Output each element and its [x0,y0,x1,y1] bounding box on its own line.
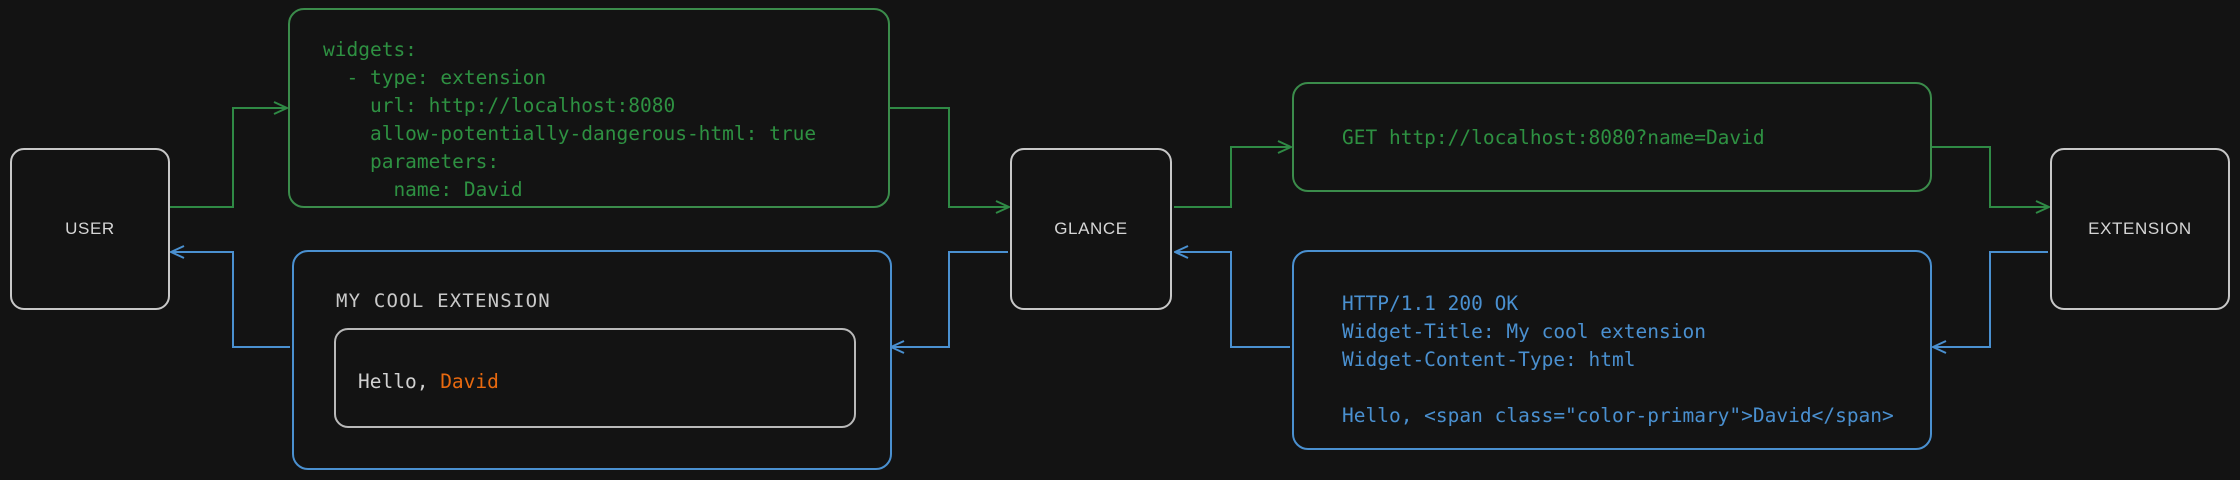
edge-request-to-extension [1932,146,2048,207]
rendered-widget-box: MY COOL EXTENSION Hello, David [292,250,892,470]
widget-content-frame: Hello, David [334,328,856,428]
node-extension[interactable]: EXTENSION [2050,148,2230,310]
http-response-box: HTTP/1.1 200 OK Widget-Title: My cool ex… [1292,250,1932,450]
edge-response-to-glance [1176,252,1290,348]
edge-widget-to-user [172,252,290,348]
widget-body-text: Hello, David [358,370,499,393]
node-glance-label: GLANCE [1054,219,1128,238]
config-yaml-box: widgets: - type: extension url: http://l… [288,8,890,208]
edge-user-to-config [170,108,286,208]
widget-body-accent: David [440,370,499,393]
node-glance[interactable]: GLANCE [1010,148,1172,310]
http-request-text: GET http://localhost:8080?name=David [1342,126,1765,149]
widget-title: MY COOL EXTENSION [336,290,551,312]
node-user[interactable]: USER [10,148,170,310]
edge-config-to-glance [890,107,1008,207]
edge-glance-to-widget [892,251,1008,347]
http-request-box: GET http://localhost:8080?name=David [1292,82,1932,192]
edge-glance-to-request [1174,147,1290,208]
node-extension-label: EXTENSION [2088,219,2192,238]
config-yaml-text: widgets: - type: extension url: http://l… [323,38,817,201]
http-response-text: HTTP/1.1 200 OK Widget-Title: My cool ex… [1342,292,1894,427]
node-user-label: USER [65,219,115,238]
edge-extension-to-response [1934,251,2048,347]
widget-body-prefix: Hello, [358,370,441,393]
